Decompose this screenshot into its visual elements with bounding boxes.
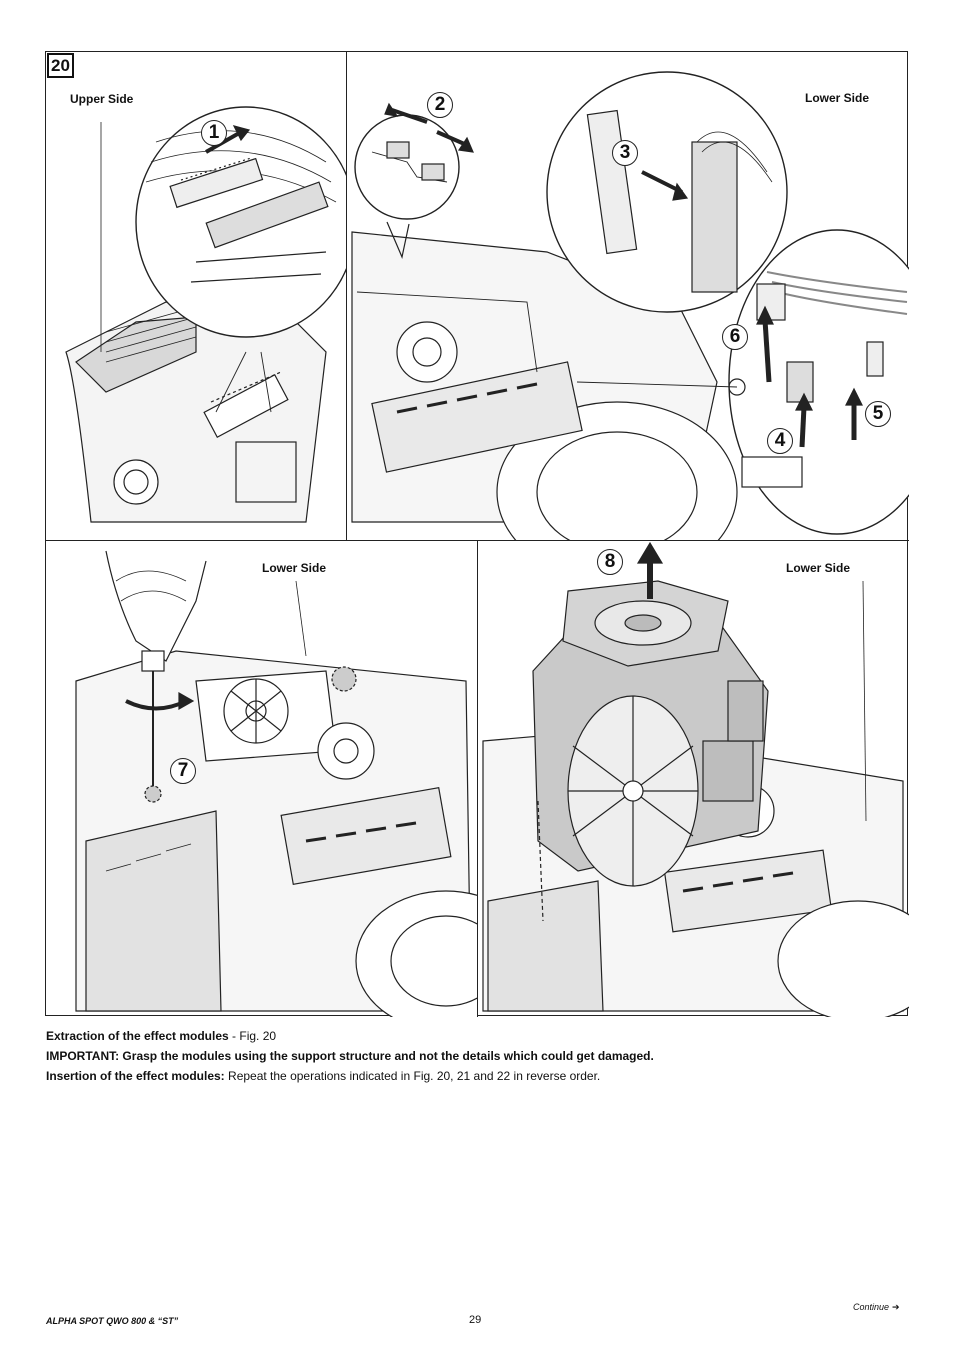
footer-product-title: ALPHA SPOT QWO 800 & “ST”	[46, 1316, 179, 1326]
extraction-ref: - Fig. 20	[228, 1029, 277, 1043]
figure-20-frame: 20	[45, 51, 909, 1017]
callout-2: 2	[427, 92, 453, 118]
callout-6: 6	[722, 324, 748, 350]
illustration-lower-side-screw	[75, 550, 477, 1017]
label-lower-side-top: Lower Side	[805, 91, 870, 105]
label-upper-side: Upper Side	[70, 92, 134, 106]
caption-important: IMPORTANT: Grasp the modules using the s…	[46, 1049, 654, 1064]
panel-lower-side-module: Lower Side 8	[478, 541, 909, 1017]
page-number: 29	[469, 1314, 482, 1326]
callout-8: 8	[597, 549, 623, 575]
divider-top	[346, 52, 347, 540]
panel-upper-side: Upper Side 1	[46, 52, 346, 540]
illustration-lower-side-connectors	[351, 71, 909, 540]
insertion-title: Insertion of the effect modules:	[46, 1069, 225, 1083]
panel-lower-side-top: Lower Side 2 3 4 5 6	[347, 52, 909, 540]
continue-label: Continue	[853, 1302, 890, 1312]
illustration-effect-module-extraction	[482, 541, 909, 1017]
callout-3: 3	[612, 140, 638, 166]
panel-lower-side-screw: Lower Side 7	[46, 541, 477, 1017]
callout-4: 4	[767, 428, 793, 454]
continue-link[interactable]: Continue➔	[853, 1302, 900, 1313]
arrow-right-icon: ➔	[892, 1302, 900, 1312]
label-lower-side-module: Lower Side	[786, 561, 851, 575]
important-note: IMPORTANT: Grasp the modules using the s…	[46, 1049, 654, 1063]
label-lower-side-screw: Lower Side	[262, 561, 327, 575]
figure-number: 20	[47, 53, 74, 78]
extraction-title: Extraction of the effect modules	[46, 1029, 229, 1043]
divider-bottom	[477, 540, 478, 1017]
illustration-upper-side	[65, 106, 346, 523]
callout-5: 5	[865, 401, 891, 427]
insertion-text: Repeat the operations indicated in Fig. …	[224, 1069, 601, 1083]
caption-insertion: Insertion of the effect modules: Repeat …	[46, 1069, 600, 1084]
callout-1: 1	[201, 120, 227, 146]
callout-7: 7	[170, 758, 196, 784]
caption-extraction: Extraction of the effect modules - Fig. …	[46, 1029, 276, 1044]
